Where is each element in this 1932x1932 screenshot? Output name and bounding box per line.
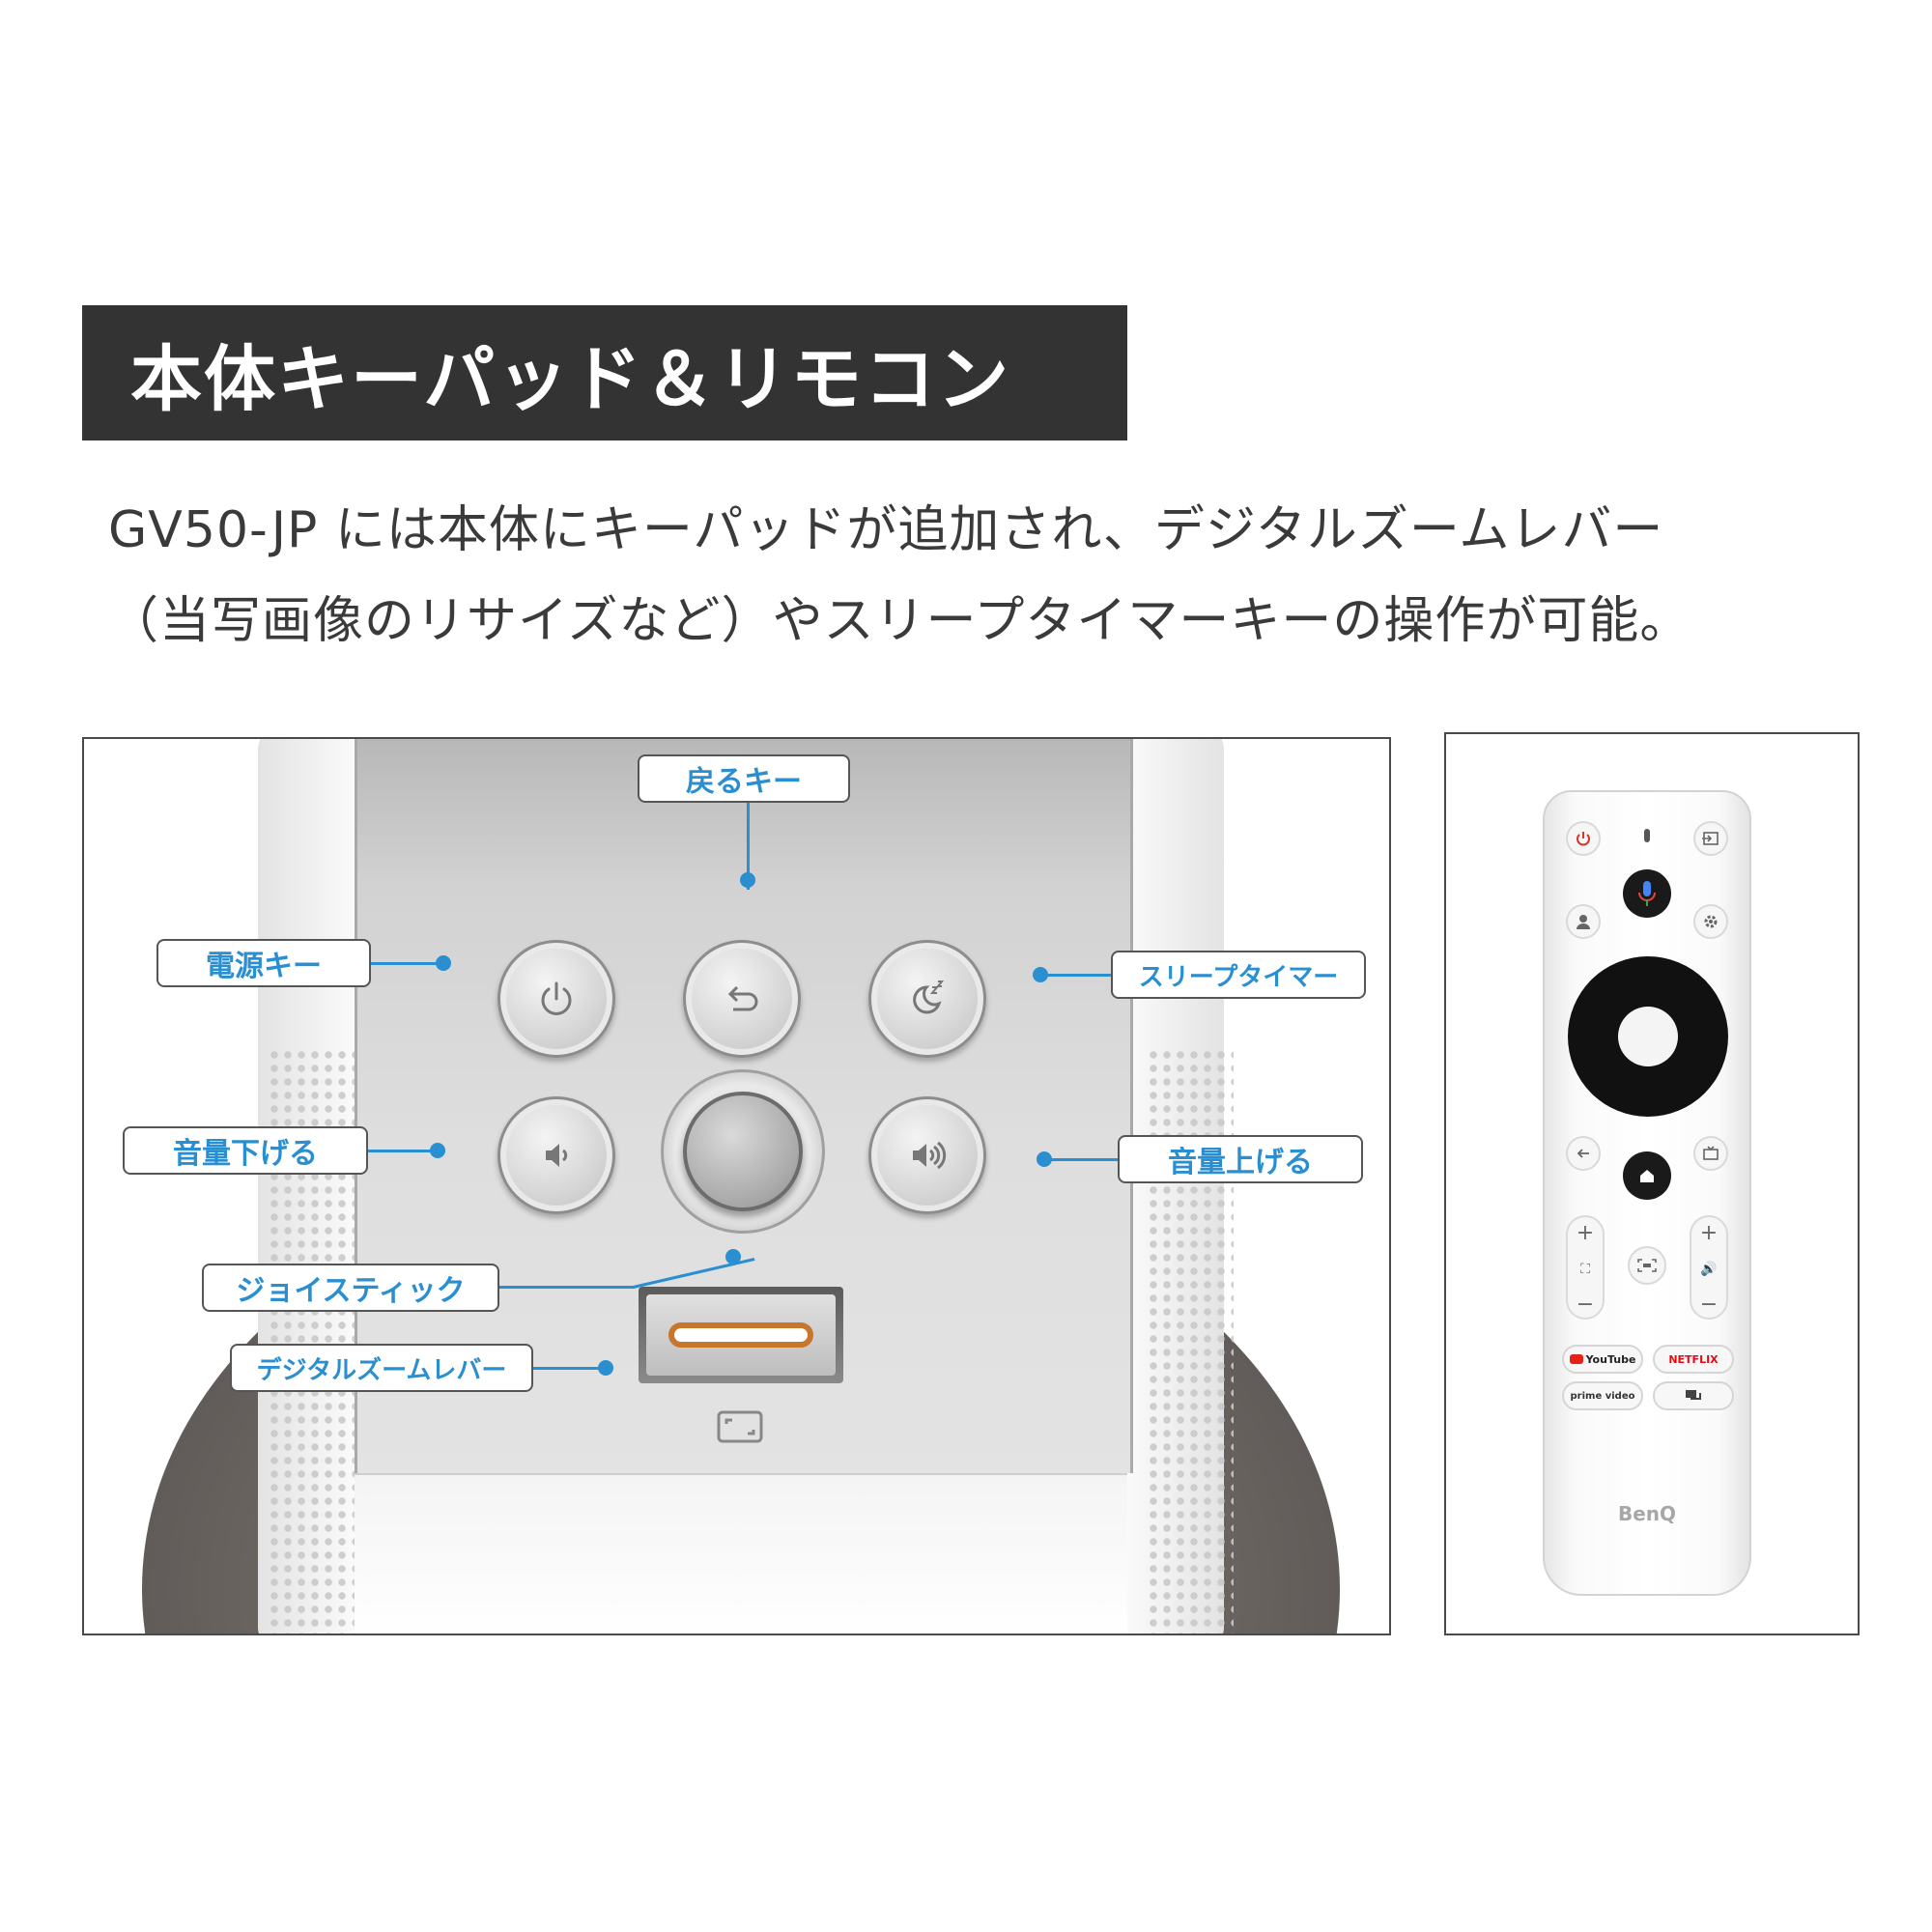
- voice-button[interactable]: [1623, 869, 1671, 918]
- back-icon: [1577, 1149, 1589, 1158]
- prime-video-button[interactable]: prime video: [1562, 1381, 1643, 1410]
- back-button[interactable]: [1566, 1136, 1601, 1171]
- leader-sleep: [1040, 974, 1111, 977]
- leader-zoom: [533, 1367, 611, 1370]
- zoom-led: [668, 1322, 813, 1348]
- dpad-ok-button[interactable]: [1618, 1007, 1678, 1066]
- input-icon: [1702, 832, 1719, 845]
- description-line-1: GV50-JP には本体にキーパッドが追加され、デジタルズームレバー: [108, 501, 1664, 559]
- home-button[interactable]: [1623, 1151, 1671, 1200]
- leader-joystick-h: [499, 1286, 635, 1289]
- page-title: 本体キーパッド＆リモコン: [130, 337, 1011, 421]
- remote-panel: +⛶− +🔊− YouTube NETFLIX prime video BenQ: [1444, 732, 1860, 1635]
- leader-back: [747, 803, 750, 890]
- volume-up-icon: [913, 1141, 947, 1170]
- app-button[interactable]: [1653, 1381, 1734, 1410]
- power-icon: [541, 981, 572, 1015]
- dot-joystick: [725, 1249, 741, 1264]
- mic-icon: [1638, 881, 1656, 906]
- chat-icon: [1686, 1390, 1701, 1400]
- sleep-key[interactable]: [868, 940, 986, 1058]
- home-icon: [1640, 1170, 1654, 1182]
- zoom-lever-slot: [639, 1287, 843, 1383]
- dot-volume-up: [1037, 1151, 1052, 1167]
- brand-logo: BenQ: [1617, 1502, 1677, 1525]
- callout-back-key: 戻るキー: [638, 754, 850, 803]
- back-key[interactable]: [683, 940, 801, 1058]
- remote-control: +⛶− +🔊− YouTube NETFLIX prime video BenQ: [1543, 790, 1751, 1596]
- sleep-icon: [913, 980, 945, 1014]
- joystick-ring: [661, 1069, 825, 1234]
- description-line-2: （当写画像のリサイズなど）やスリープタイマーキーの操作が可能。: [108, 592, 1691, 650]
- title-banner: 本体キーパッド＆リモコン: [82, 305, 1127, 440]
- zoom-rocker[interactable]: +⛶−: [1566, 1215, 1605, 1320]
- youtube-label: YouTube: [1585, 1352, 1636, 1366]
- youtube-icon: [1569, 1354, 1583, 1364]
- settings-button[interactable]: [1693, 904, 1728, 939]
- leader-power: [371, 962, 448, 965]
- dot-back: [740, 872, 755, 888]
- joystick[interactable]: [683, 1092, 803, 1211]
- volume-down-icon: [546, 1144, 568, 1167]
- netflix-button[interactable]: NETFLIX: [1653, 1345, 1734, 1374]
- focus-icon: [1637, 1259, 1657, 1272]
- callout-volume-down: 音量下げる: [123, 1126, 368, 1175]
- callout-volume-up: 音量上げる: [1118, 1135, 1363, 1183]
- settings-icon: [1704, 915, 1718, 928]
- volume-down-key[interactable]: [497, 1096, 615, 1214]
- power-key[interactable]: [497, 940, 615, 1058]
- back-icon: [727, 985, 758, 1011]
- callout-joystick: ジョイスティック: [202, 1264, 499, 1312]
- callout-zoom-lever: デジタルズームレバー: [230, 1344, 533, 1392]
- zoom-icon: [717, 1410, 763, 1443]
- lower-body: [355, 1473, 1127, 1634]
- leader-volume-up: [1050, 1158, 1118, 1161]
- focus-button[interactable]: [1628, 1246, 1666, 1285]
- input-button[interactable]: [1693, 821, 1728, 856]
- power-icon: [1577, 832, 1590, 846]
- youtube-button[interactable]: YouTube: [1562, 1345, 1643, 1374]
- dot-zoom: [598, 1360, 613, 1376]
- dot-sleep: [1033, 967, 1048, 982]
- leader-volume-down: [368, 1150, 445, 1152]
- mic-hole: [1644, 829, 1650, 842]
- remote-power-button[interactable]: [1566, 821, 1601, 856]
- profile-button[interactable]: [1566, 904, 1601, 939]
- keypad-panel: 戻るキー 電源キー スリープタイマー 音量下げる 音量上げる ジョイスティック …: [82, 737, 1391, 1635]
- zoom-lever[interactable]: [646, 1294, 836, 1376]
- callout-sleep-timer: スリープタイマー: [1111, 951, 1366, 999]
- profile-icon: [1577, 915, 1590, 929]
- dot-volume-down: [430, 1143, 445, 1158]
- live-tv-button[interactable]: [1693, 1136, 1728, 1171]
- callout-power-key: 電源キー: [156, 939, 371, 987]
- volume-rocker[interactable]: +🔊−: [1690, 1215, 1728, 1320]
- volume-up-key[interactable]: [868, 1096, 986, 1214]
- tv-icon: [1703, 1146, 1719, 1160]
- dpad[interactable]: [1568, 956, 1728, 1117]
- dot-power: [436, 955, 451, 971]
